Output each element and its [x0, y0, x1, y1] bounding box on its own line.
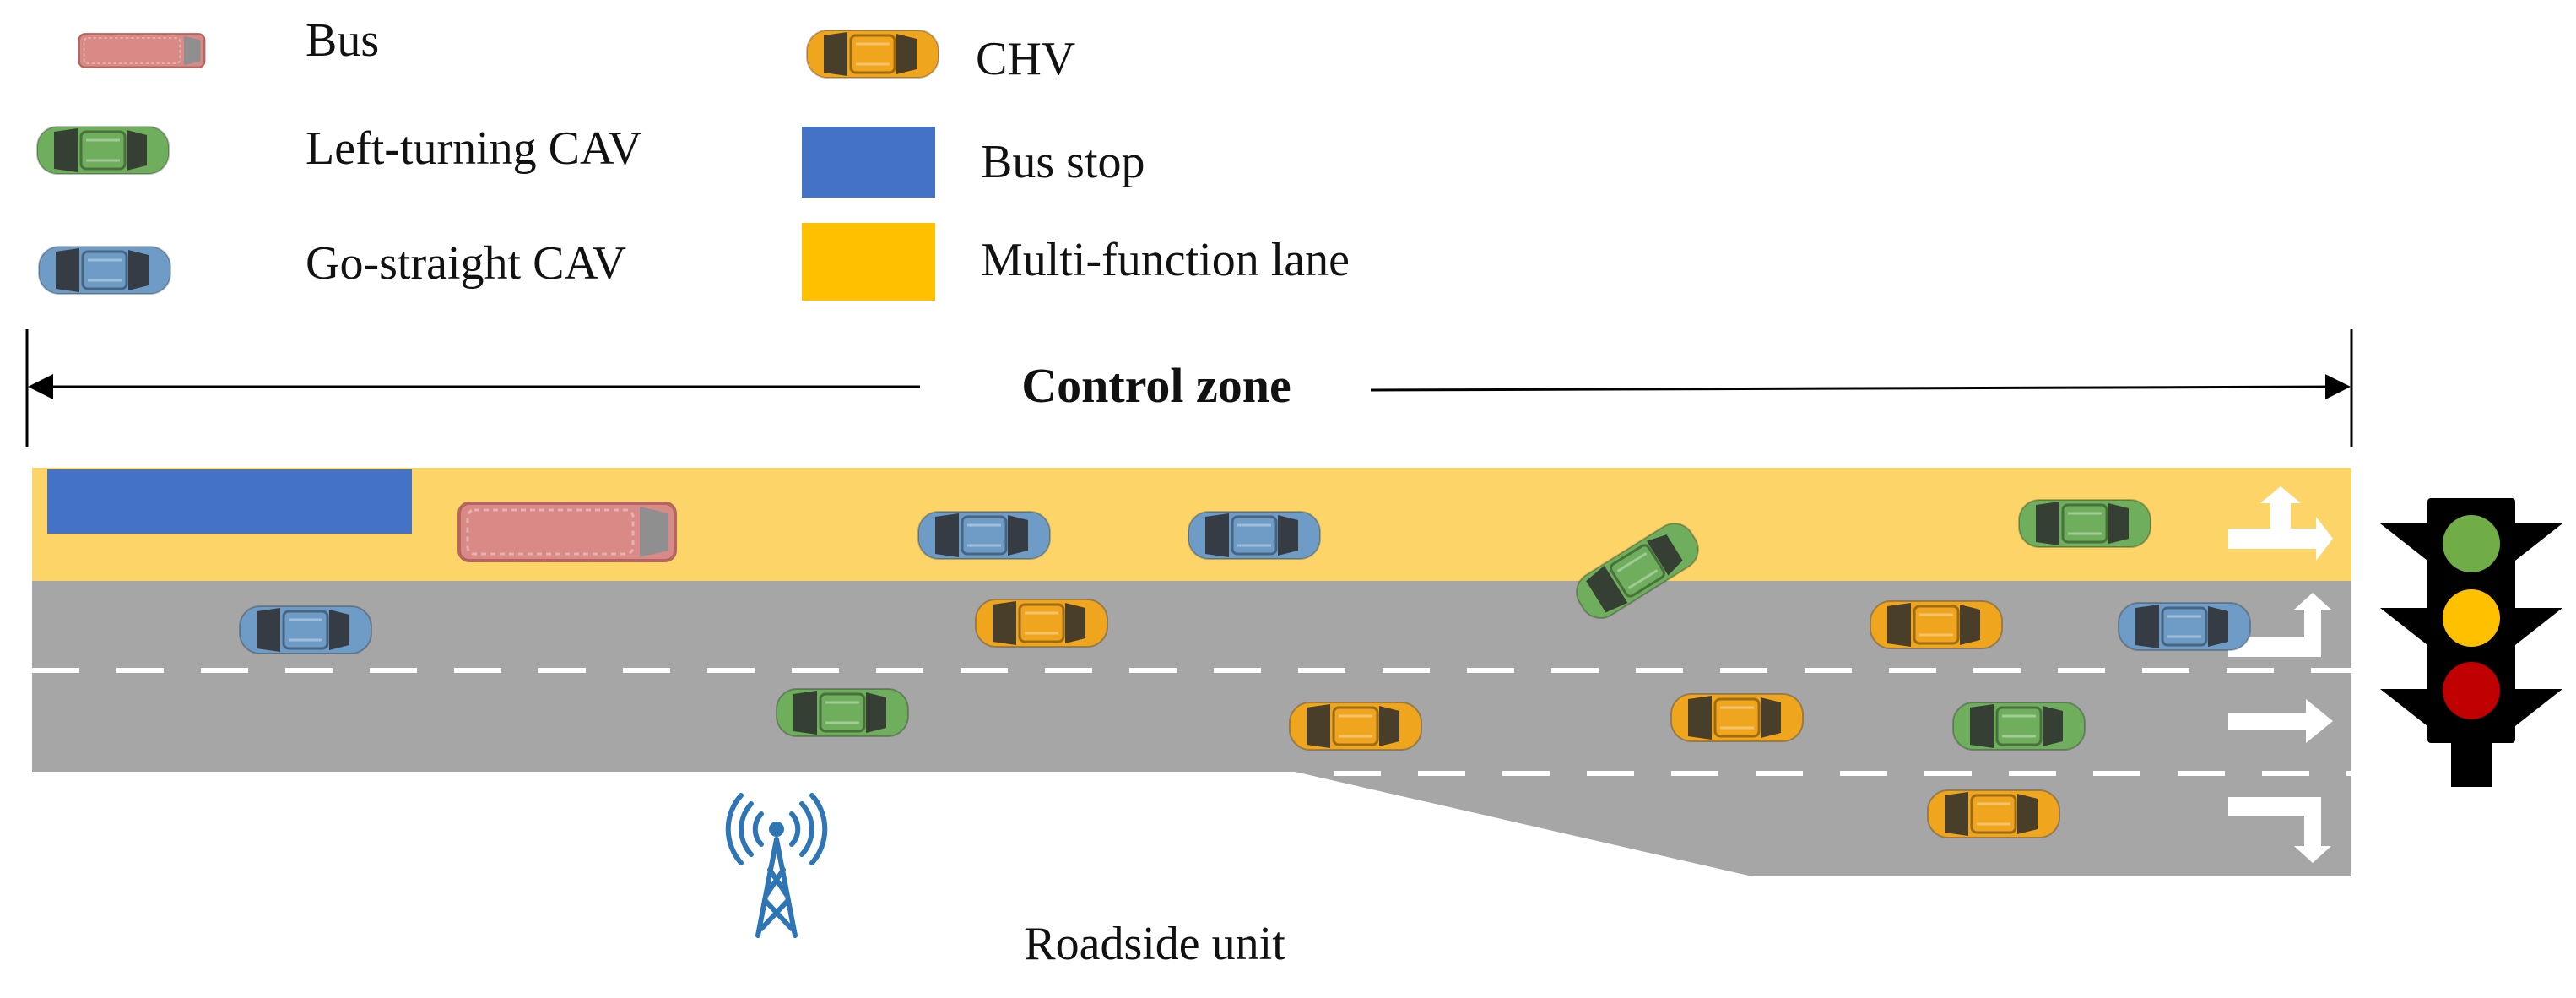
signal-green-light [2443, 515, 2500, 572]
legend-bus-icon [78, 33, 206, 68]
lane-arrows [2228, 486, 2333, 863]
chv-vehicle [1288, 701, 1423, 751]
control-zone-label: Control zone [1021, 358, 1291, 413]
control-zone-right-arrow [1370, 374, 2351, 400]
control-zone: Control zone [25, 329, 2353, 447]
roadside-unit-label: Roadside unit [1024, 918, 1285, 970]
legend-chv-icon [805, 29, 940, 79]
chv-vehicle [974, 598, 1109, 648]
signal-yellow-light [2443, 589, 2500, 647]
legend-chv-label: CHV [976, 33, 1075, 85]
left-turning-cav [1951, 701, 2086, 751]
radio-tower-icon [725, 793, 828, 938]
traffic-light-icon [2380, 498, 2562, 787]
chv-vehicle [1670, 692, 1805, 743]
right-turn-bay [1295, 772, 2351, 876]
bus-vehicle [457, 502, 677, 562]
go-straight-cav [238, 605, 373, 655]
go-straight-cav [917, 510, 1052, 561]
left-turning-cav [2017, 498, 2152, 549]
legend: Bus Left-turning CAV Go-straight CAV CHV… [35, 14, 1350, 301]
legend-bus-stop-label: Bus stop [981, 136, 1145, 188]
left-turn-arrow-icon [2228, 593, 2331, 657]
go-straight-cav [1187, 510, 1322, 561]
straight-arrow-icon [2228, 699, 2333, 743]
signal-red-light [2443, 662, 2500, 719]
chv-vehicle [1869, 599, 2004, 650]
legend-bus-label: Bus [306, 14, 379, 67]
legend-straight-cav-icon [37, 245, 172, 296]
bus-stop [47, 469, 412, 534]
go-straight-cav [2117, 601, 2252, 652]
legend-left-cav-icon [35, 125, 170, 176]
legend-straight-cav-label: Go-straight CAV [306, 237, 626, 290]
legend-left-cav-label: Left-turning CAV [306, 122, 642, 175]
legend-multi-lane-swatch [802, 223, 935, 301]
legend-multi-lane-label: Multi-function lane [981, 234, 1350, 286]
chv-vehicle [1926, 789, 2061, 839]
left-turning-cav [775, 687, 910, 738]
right-turn-arrow-icon [2228, 797, 2331, 863]
straight-right-arrow-icon [2228, 486, 2333, 561]
legend-bus-stop-swatch [802, 127, 935, 198]
